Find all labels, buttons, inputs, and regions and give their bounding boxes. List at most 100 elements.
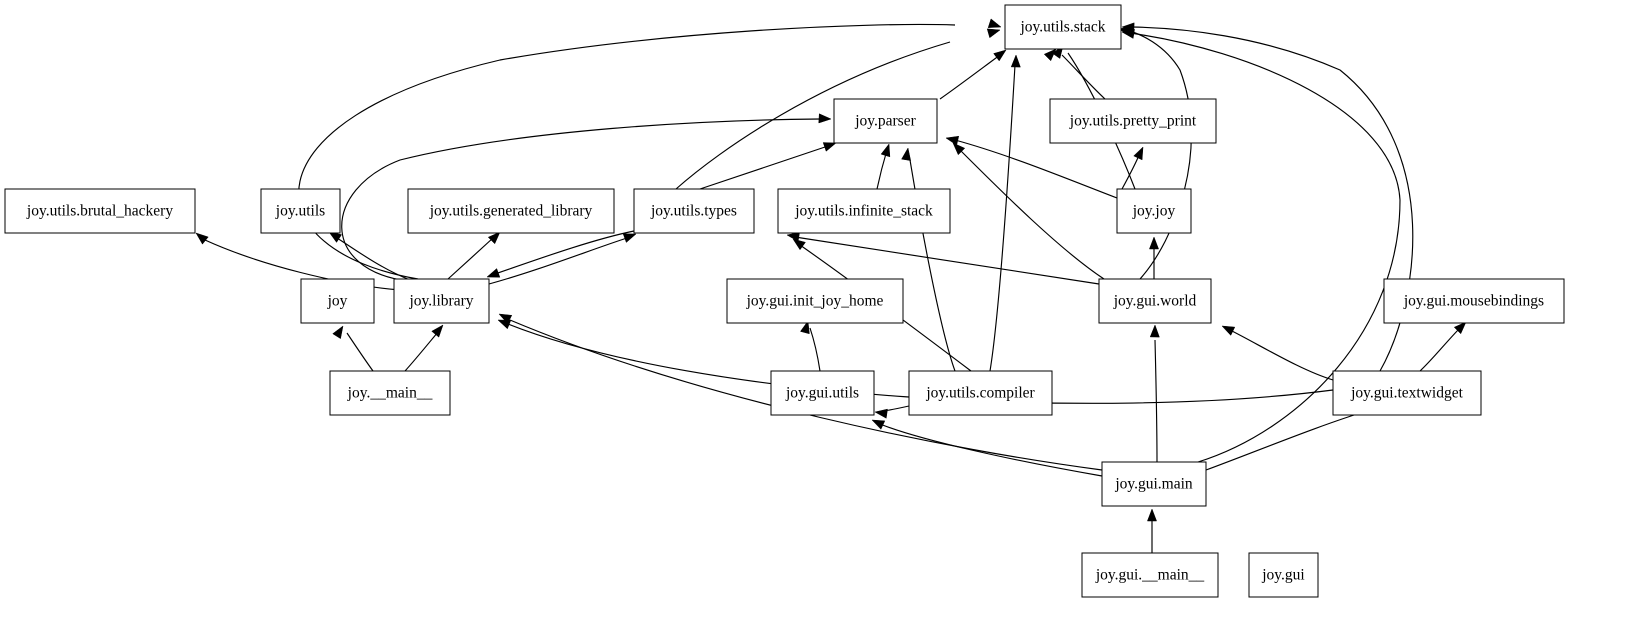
graph-edge: [447, 231, 501, 280]
node-box[interactable]: [1049, 98, 1217, 144]
edge-arrowhead: [1043, 48, 1057, 62]
node-box[interactable]: [1101, 461, 1207, 507]
graph-edge: [786, 232, 1100, 285]
graph-node[interactable]: joy.utils.types: [633, 188, 755, 234]
edge-arrowhead: [328, 231, 342, 243]
graph-edge: [945, 135, 1118, 199]
edge-arrowhead: [945, 135, 960, 146]
node-label: joy.library: [409, 293, 474, 310]
node-label: joy.joy: [1132, 203, 1176, 220]
edge-arrowhead: [987, 18, 1002, 28]
edge-arrowhead: [1121, 29, 1135, 39]
edge-arrowhead: [993, 49, 1007, 62]
edge-line: [1154, 339, 1158, 463]
edge-line: [341, 118, 821, 282]
graph-node[interactable]: joy.gui.utils: [770, 370, 875, 416]
edge-line: [346, 332, 374, 372]
edge-line: [509, 319, 1103, 471]
edge-arrowhead: [800, 320, 810, 335]
graph-edge: [328, 231, 411, 281]
graph-edge: [1149, 236, 1159, 279]
graph-edge: [989, 54, 1021, 372]
graph-node[interactable]: joy.gui: [1248, 552, 1319, 598]
graph-node[interactable]: joy: [300, 278, 375, 324]
edge-arrowhead: [195, 232, 209, 245]
edge-line: [488, 237, 628, 285]
graph-edge: [1147, 508, 1157, 553]
graph-node[interactable]: joy.utils.stack: [1004, 4, 1122, 50]
graph-edge: [298, 18, 1002, 280]
graph-edge: [1121, 146, 1144, 190]
node-box[interactable]: [329, 370, 451, 416]
edge-arrowhead: [786, 232, 800, 242]
edge-arrowhead: [1121, 22, 1135, 33]
node-box[interactable]: [908, 370, 1053, 416]
graph-edge: [675, 28, 1001, 190]
graph-node[interactable]: joy.utils: [260, 188, 341, 234]
graph-edge: [800, 320, 821, 372]
graph-node[interactable]: joy.gui.main: [1101, 461, 1207, 507]
graph-node[interactable]: joy.utils.compiler: [908, 370, 1053, 416]
graph-node[interactable]: joy.__main__: [329, 370, 451, 416]
edge-line: [1229, 329, 1334, 381]
node-box[interactable]: [260, 188, 341, 234]
node-box[interactable]: [300, 278, 375, 324]
edge-line: [675, 41, 951, 190]
edge-arrowhead: [901, 147, 911, 161]
edge-line: [336, 237, 411, 281]
graph-node[interactable]: joy.utils.infinite_stack: [777, 188, 951, 234]
node-box[interactable]: [1098, 278, 1212, 324]
graph-node[interactable]: joy.gui.__main__: [1081, 552, 1219, 598]
edge-line: [1061, 54, 1106, 100]
graph-edge: [488, 233, 637, 285]
node-box[interactable]: [770, 370, 875, 416]
node-box[interactable]: [1383, 278, 1565, 324]
edge-arrowhead: [622, 233, 637, 243]
graph-node[interactable]: joy.gui.init_joy_home: [726, 278, 904, 324]
graph-node[interactable]: joy.joy: [1116, 188, 1192, 234]
node-box[interactable]: [1248, 552, 1319, 598]
edge-arrowhead: [1149, 324, 1160, 338]
edge-line: [404, 331, 439, 372]
graph-edge: [1043, 48, 1106, 100]
node-box[interactable]: [4, 188, 196, 234]
node-label: joy.gui.textwidget: [1350, 385, 1463, 402]
node-box[interactable]: [777, 188, 951, 234]
graph-node[interactable]: joy.utils.pretty_print: [1049, 98, 1217, 144]
node-box[interactable]: [393, 278, 490, 324]
graph-edge: [874, 405, 910, 419]
edge-arrowhead: [1133, 146, 1144, 161]
graph-node[interactable]: joy.utils.brutal_hackery: [4, 188, 196, 234]
edge-arrowhead: [1147, 508, 1157, 522]
edge-line: [1205, 409, 1371, 471]
node-box[interactable]: [1004, 4, 1122, 50]
graph-edge: [1221, 325, 1334, 381]
edge-line: [883, 405, 910, 412]
node-box[interactable]: [1116, 188, 1192, 234]
node-box[interactable]: [1332, 370, 1482, 416]
edge-line: [204, 239, 401, 291]
node-label: joy.utils.brutal_hackery: [26, 203, 173, 220]
node-box[interactable]: [1081, 552, 1219, 598]
node-box[interactable]: [407, 188, 615, 234]
edge-arrowhead: [986, 28, 1001, 39]
node-box[interactable]: [833, 98, 938, 144]
node-box[interactable]: [633, 188, 755, 234]
node-box[interactable]: [726, 278, 904, 324]
node-label: joy: [327, 293, 348, 310]
graph-edge: [901, 147, 956, 372]
graph-node[interactable]: joy.gui.world: [1098, 278, 1212, 324]
graph-node[interactable]: joy.gui.mousebindings: [1383, 278, 1565, 324]
node-label: joy.__main__: [347, 385, 433, 402]
graph-edge: [699, 142, 837, 190]
graph-node[interactable]: joy.gui.textwidget: [1332, 370, 1482, 416]
graph-node[interactable]: joy.parser: [833, 98, 938, 144]
edge-arrowhead: [874, 408, 888, 419]
graph-edge: [195, 232, 401, 291]
graph-node[interactable]: joy.library: [393, 278, 490, 324]
graph-edge: [939, 49, 1007, 100]
edge-arrowhead: [1453, 321, 1467, 335]
graph-node[interactable]: joy.utils.generated_library: [407, 188, 615, 234]
